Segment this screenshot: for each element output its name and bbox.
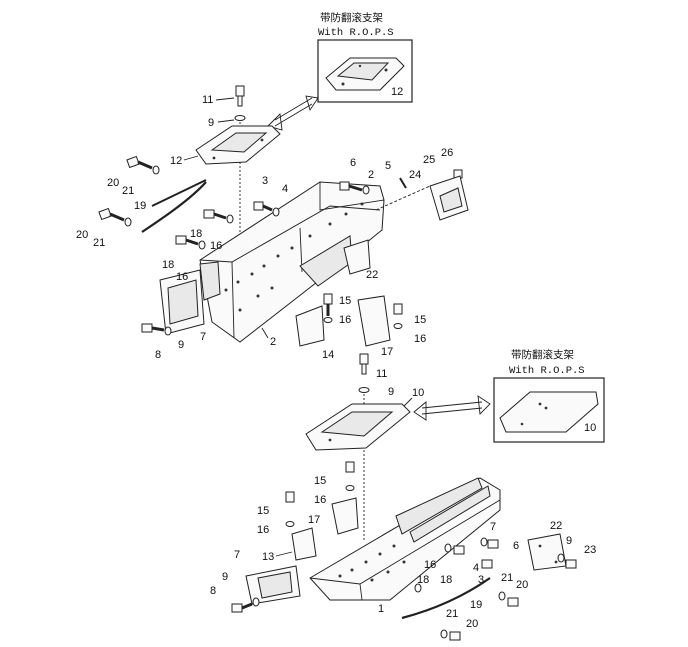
callout: 16: [176, 271, 188, 283]
bottom-frame-holes: [338, 544, 406, 582]
callout: 22: [550, 520, 562, 532]
top-swap-arrow: [267, 95, 319, 131]
callout: 7: [234, 549, 240, 561]
bottom-bracket-13: [291, 527, 317, 561]
bottom-rops-title-en: With R.O.P.S: [509, 365, 585, 377]
callout: 16: [424, 559, 436, 571]
callout: 9: [388, 386, 394, 398]
callout: 19: [470, 599, 482, 611]
callout: 9: [178, 339, 184, 351]
callout: 13: [262, 551, 274, 563]
callout: 12: [170, 155, 182, 167]
callout: 20: [516, 579, 528, 591]
callout: 25: [423, 154, 435, 166]
callout: 2: [368, 169, 374, 181]
top-rops-title-en: With R.O.P.S: [318, 27, 394, 39]
callout: 22: [366, 269, 378, 281]
top-rops-plate-raised: [336, 62, 390, 81]
bottom-rops-plate: [499, 391, 599, 433]
callout: 18: [190, 228, 202, 240]
callout: 4: [473, 562, 479, 574]
top-bracket-14: [295, 305, 325, 347]
callout: 16: [414, 333, 426, 345]
callout: 15: [339, 295, 351, 307]
callout: 21: [93, 237, 105, 249]
callout: 15: [257, 505, 269, 517]
bottom-rops-inset: 带防翻滚支架 With R.O.P.S: [493, 348, 605, 443]
callout: 11: [376, 368, 387, 380]
callout: 16: [314, 494, 326, 506]
callout: 17: [381, 346, 393, 358]
callout: 14: [322, 349, 334, 361]
callout: 10: [584, 422, 596, 434]
callout: 9: [208, 117, 214, 129]
callout: 9: [222, 571, 228, 583]
callout: 16: [210, 240, 222, 252]
top-bolt-11-shank: [237, 95, 243, 107]
top-callouts: 11 9 12 12 6 2 5 25 26 24 3 4 20 21 19 1…: [76, 86, 453, 361]
callout: 7: [490, 521, 496, 533]
top-rops-inset: 带防翻滚支架 With R.O.P.S: [317, 11, 413, 103]
top-bolts-left: [98, 155, 234, 336]
callout: 26: [441, 147, 453, 159]
callout: 18: [417, 574, 429, 586]
bottom-callouts: 11 9 10 10 15 16 15 16 17 13 7 22 9 23 7…: [210, 368, 596, 630]
callout: 20: [466, 618, 478, 630]
callout: 21: [446, 608, 458, 620]
callout: 3: [262, 175, 268, 187]
callout: 24: [409, 169, 421, 181]
callout: 3: [478, 574, 484, 586]
bottom-plate-22: [527, 533, 567, 571]
callout: 21: [122, 185, 134, 197]
callout: 18: [162, 259, 174, 271]
callout: 15: [314, 475, 326, 487]
callout: 4: [282, 183, 288, 195]
bottom-bolts: [231, 461, 577, 641]
callout: 21: [501, 572, 513, 584]
top-assembly: [98, 85, 469, 347]
callout: 20: [76, 229, 88, 241]
callout: 12: [391, 86, 403, 98]
frame-holes: [224, 202, 364, 312]
top-washer-9: [234, 115, 246, 121]
callout: 23: [584, 544, 596, 556]
callout: 15: [414, 314, 426, 326]
callout: 19: [134, 200, 146, 212]
callout: 17: [308, 514, 320, 526]
top-bracket-22: [343, 239, 371, 275]
callout: 6: [350, 157, 356, 169]
callout: 2: [270, 336, 276, 348]
bottom-assembly: [231, 353, 577, 641]
callout: 8: [210, 585, 216, 597]
bottom-bracket-17: [331, 497, 359, 535]
callout: 16: [339, 314, 351, 326]
callout: 1: [378, 603, 384, 615]
top-rops-title-cn: 带防翻滚支架: [320, 11, 383, 24]
callout: 6: [513, 540, 519, 552]
callout: 16: [257, 524, 269, 536]
callout: 18: [440, 574, 452, 586]
bottom-swap-arrow: [413, 395, 491, 421]
callout: 5: [385, 160, 391, 172]
bottom-rops-title-cn: 带防翻滚支架: [511, 348, 574, 361]
callout: 7: [200, 331, 206, 343]
callout: 20: [107, 177, 119, 189]
top-bolt-11-head: [235, 85, 245, 97]
top-bracket-17: [357, 295, 391, 347]
callout: 8: [155, 349, 161, 361]
callout: 10: [412, 387, 424, 399]
callout: 11: [202, 94, 213, 106]
callout: 9: [566, 535, 572, 547]
